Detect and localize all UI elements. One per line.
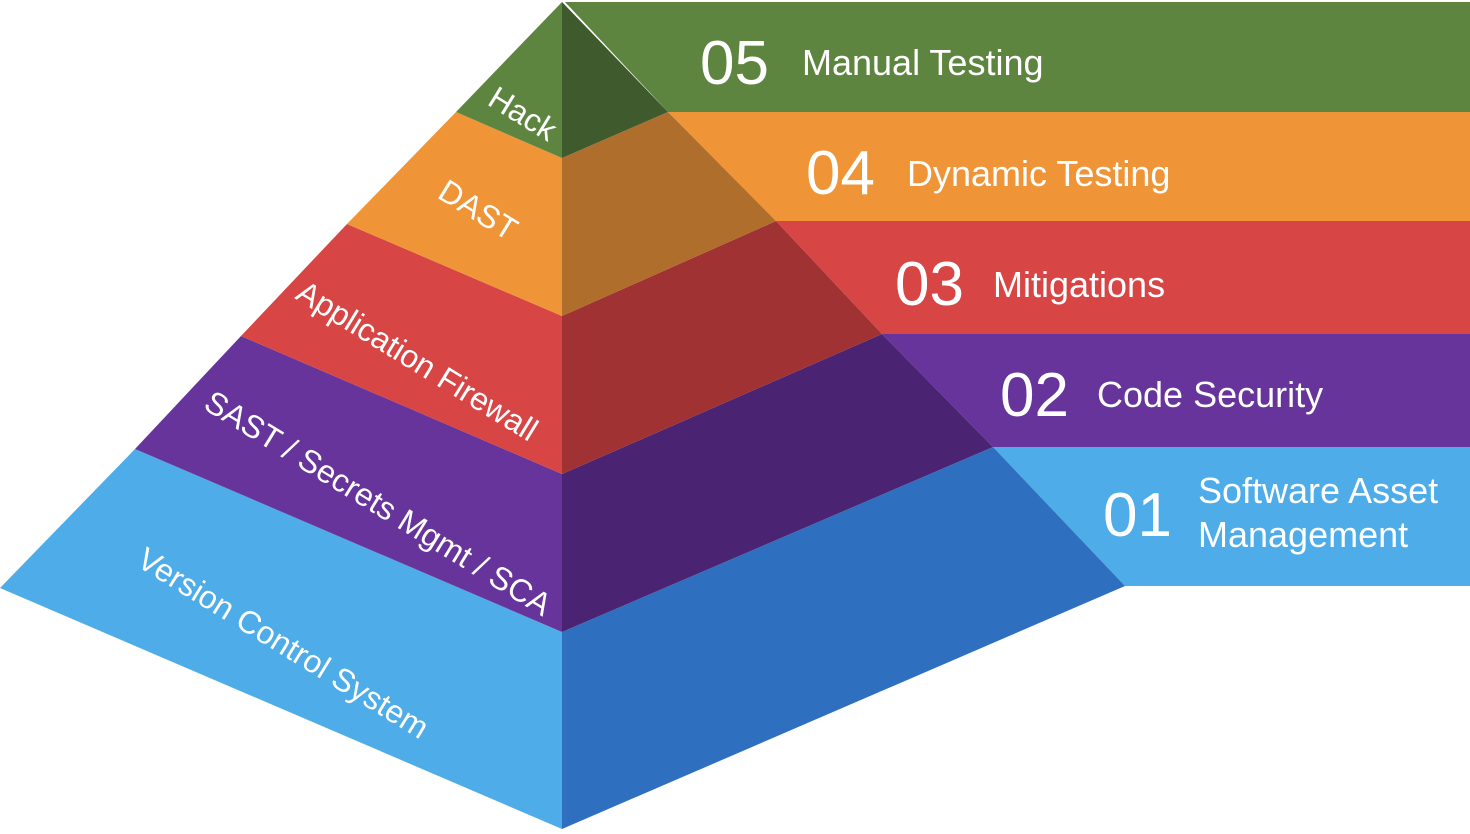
layer-title-05: Manual Testing	[802, 42, 1044, 83]
layer-number-03: 03	[895, 250, 964, 319]
layer-title-02: Code Security	[1097, 374, 1323, 415]
layer-number-02: 02	[1000, 361, 1069, 430]
layer-band-04: 04 Dynamic Testing	[668, 112, 1470, 221]
layer-title-03: Mitigations	[993, 264, 1165, 305]
layer-band-05: 05 Manual Testing	[565, 2, 1470, 112]
layer-number-04: 04	[806, 139, 875, 208]
layer-band-03: 03 Mitigations	[776, 221, 1470, 334]
pyramid-layer-04: DAST	[347, 112, 776, 316]
layer-number-05: 05	[700, 29, 769, 98]
layer-band-01: 01 Software Asset Management	[993, 447, 1470, 586]
layer-title-01-line2: Management	[1198, 514, 1408, 555]
layer-title-01-line1: Software Asset	[1198, 470, 1438, 511]
pyramid-layer-05: Hack	[456, 2, 668, 158]
layer-band-02: 02 Code Security	[882, 334, 1470, 447]
layer-title-04: Dynamic Testing	[907, 153, 1170, 194]
layer-number-01: 01	[1103, 481, 1172, 550]
